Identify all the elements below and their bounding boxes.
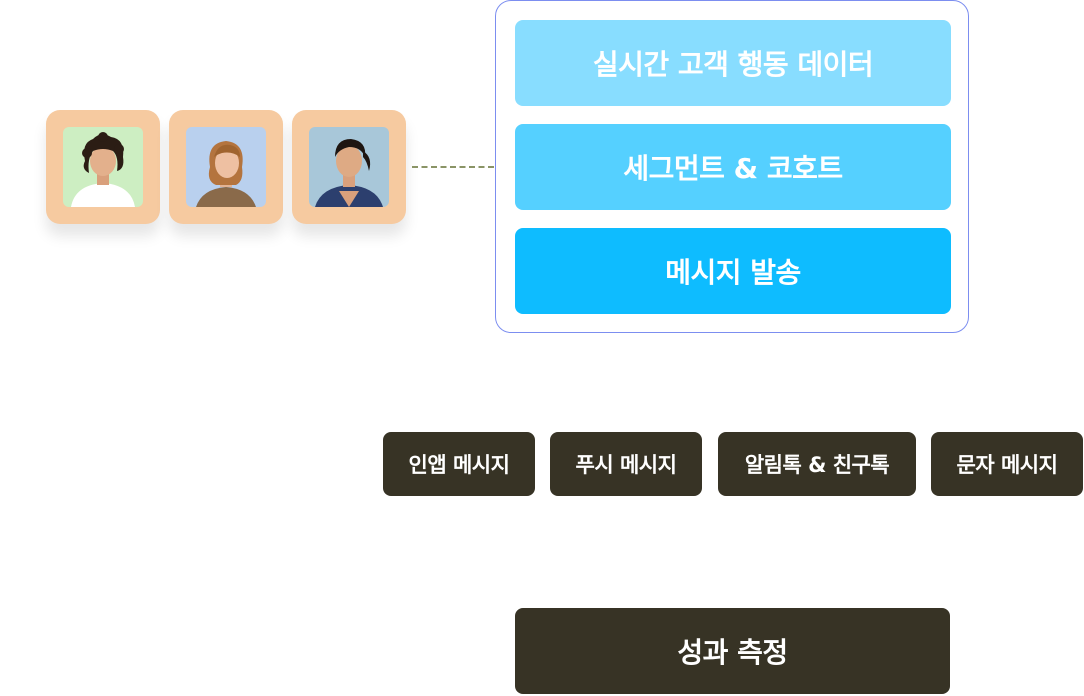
person-curly-hair-avatar <box>63 127 143 207</box>
flow-panel: 실시간 고객 행동 데이터 세그먼트 & 코호트 메시지 발송 <box>495 0 969 333</box>
flow-step-message-send: 메시지 발송 <box>515 228 951 314</box>
flow-step-segment-cohort: 세그먼트 & 코호트 <box>515 124 951 210</box>
person-woman-avatar <box>186 127 266 207</box>
performance-measurement: 성과 측정 <box>515 608 950 694</box>
person-man-avatar <box>309 127 389 207</box>
avatar-card-3 <box>292 110 406 224</box>
dashed-connector <box>412 166 494 168</box>
flow-step-realtime-data: 실시간 고객 행동 데이터 <box>515 20 951 106</box>
avatar-card-2 <box>169 110 283 224</box>
channel-sms-message[interactable]: 문자 메시지 <box>931 432 1083 496</box>
channel-push-message[interactable]: 푸시 메시지 <box>550 432 702 496</box>
avatar-card-1 <box>46 110 160 224</box>
channel-alimtalk-friendtalk[interactable]: 알림톡 & 친구톡 <box>718 432 916 496</box>
channel-inapp-message[interactable]: 인앱 메시지 <box>383 432 535 496</box>
